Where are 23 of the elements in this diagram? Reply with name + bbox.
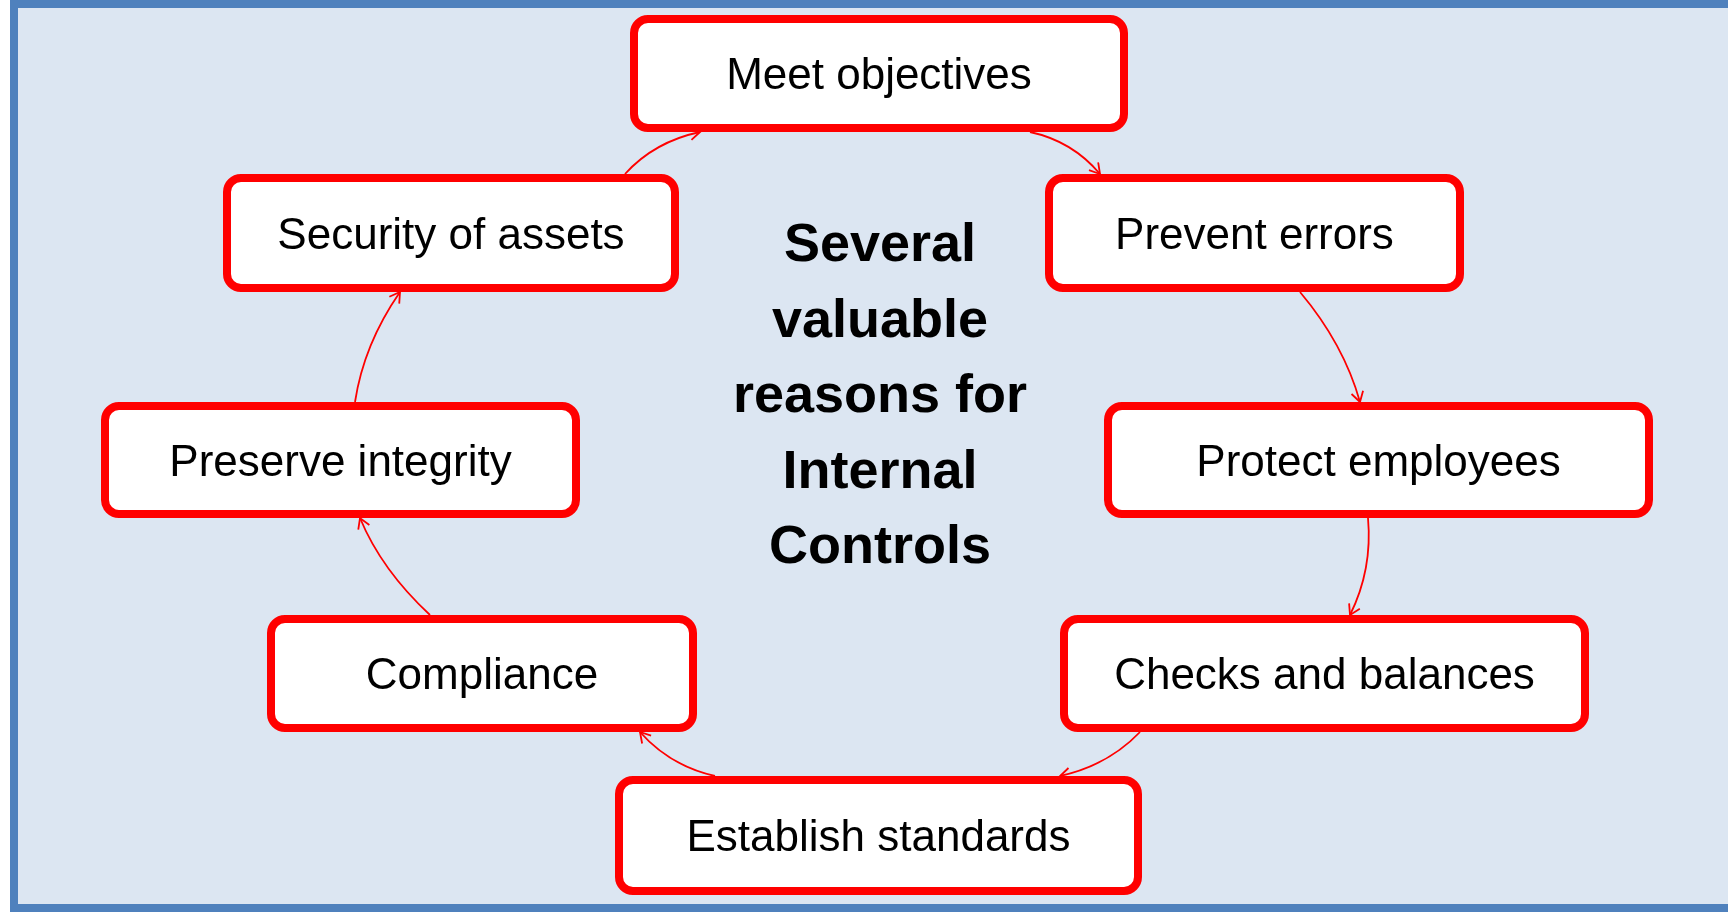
reason-text: Security of assets xyxy=(277,207,625,260)
reason-box xyxy=(615,776,1142,895)
arrow xyxy=(357,517,431,616)
reason-box xyxy=(101,402,580,518)
reason-text: Compliance xyxy=(365,648,599,700)
arrow xyxy=(1029,131,1101,175)
reason-box xyxy=(223,174,679,292)
arrow xyxy=(1347,517,1370,616)
reason-text: Establish standards xyxy=(686,810,1071,862)
reason-text: Meet objectives xyxy=(726,48,1032,100)
reason-box xyxy=(1060,615,1589,732)
reason-text: Checks and balances xyxy=(1114,648,1535,700)
arrow xyxy=(639,731,716,777)
reason-text: Prevent errors xyxy=(1115,207,1394,260)
arrow xyxy=(354,291,401,403)
center-title: Several valuable reasons for Internal Controls xyxy=(731,211,1029,577)
reason-box xyxy=(267,615,697,732)
reason-box xyxy=(1104,402,1653,518)
reason-text: Preserve integrity xyxy=(169,434,512,487)
reason-box xyxy=(630,15,1128,132)
reason-box xyxy=(1045,174,1464,292)
arrow xyxy=(1299,291,1364,403)
reason-text: Protect employees xyxy=(1196,434,1561,487)
